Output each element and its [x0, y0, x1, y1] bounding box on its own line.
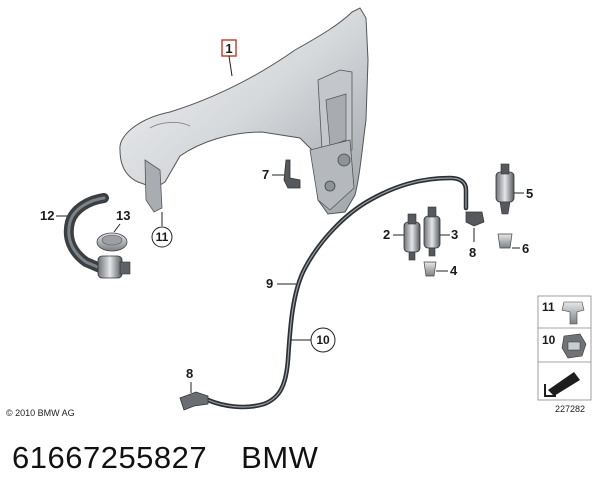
callout-label-5: 5 — [526, 186, 533, 201]
legend-label-10: 10 — [542, 333, 556, 347]
copyright: © 2010 BMW AG — [6, 408, 75, 418]
part-4-grommet: 4 — [423, 261, 458, 278]
diagram-reference: 227282 — [555, 404, 585, 414]
part-12-filler-neck: 12 — [40, 193, 131, 279]
legend-arrow — [544, 372, 580, 397]
callout-label-3: 3 — [451, 227, 458, 242]
callout-label-8-upper: 8 — [469, 245, 476, 260]
washer-reservoir — [119, 7, 369, 215]
part-2-pump: 2 — [383, 213, 421, 261]
callout-10: 10 — [290, 327, 336, 353]
callout-label-1: 1 — [225, 41, 232, 56]
callout-label-12: 12 — [40, 208, 54, 223]
callout-1: 1 — [221, 39, 237, 77]
footer-caption: 61667255827 BMW — [12, 440, 318, 476]
legend-panel: 11 10 227282 — [537, 295, 592, 414]
part-8-upper-connector: 8 — [465, 211, 485, 260]
brand-name: BMW — [241, 440, 319, 475]
callout-label-7: 7 — [262, 167, 269, 182]
callout-label-2: 2 — [383, 227, 390, 242]
part-7-connector: 7 — [262, 159, 301, 189]
callout-label-6: 6 — [522, 241, 529, 256]
callout-11: 11 — [151, 212, 173, 248]
part-5-pump: 5 — [495, 163, 533, 215]
callout-label-8-lower: 8 — [186, 366, 193, 381]
part-number: 61667255827 — [12, 440, 208, 475]
part-13-cap: 13 — [96, 208, 130, 252]
legend-label-11: 11 — [542, 300, 555, 314]
callout-label-9: 9 — [266, 276, 273, 291]
part-8-lower-connector: 8 — [179, 366, 209, 411]
callout-label-11: 11 — [156, 230, 169, 244]
legend-item-10: 10 — [542, 333, 587, 359]
part-3-pump: 3 — [423, 206, 458, 257]
callout-label-13: 13 — [116, 208, 130, 223]
callout-label-10: 10 — [316, 333, 330, 347]
legend-item-11: 11 — [542, 300, 585, 325]
callout-label-4: 4 — [450, 263, 458, 278]
part-6-grommet: 6 — [497, 233, 529, 256]
part-9-hose: 9 — [205, 175, 469, 410]
